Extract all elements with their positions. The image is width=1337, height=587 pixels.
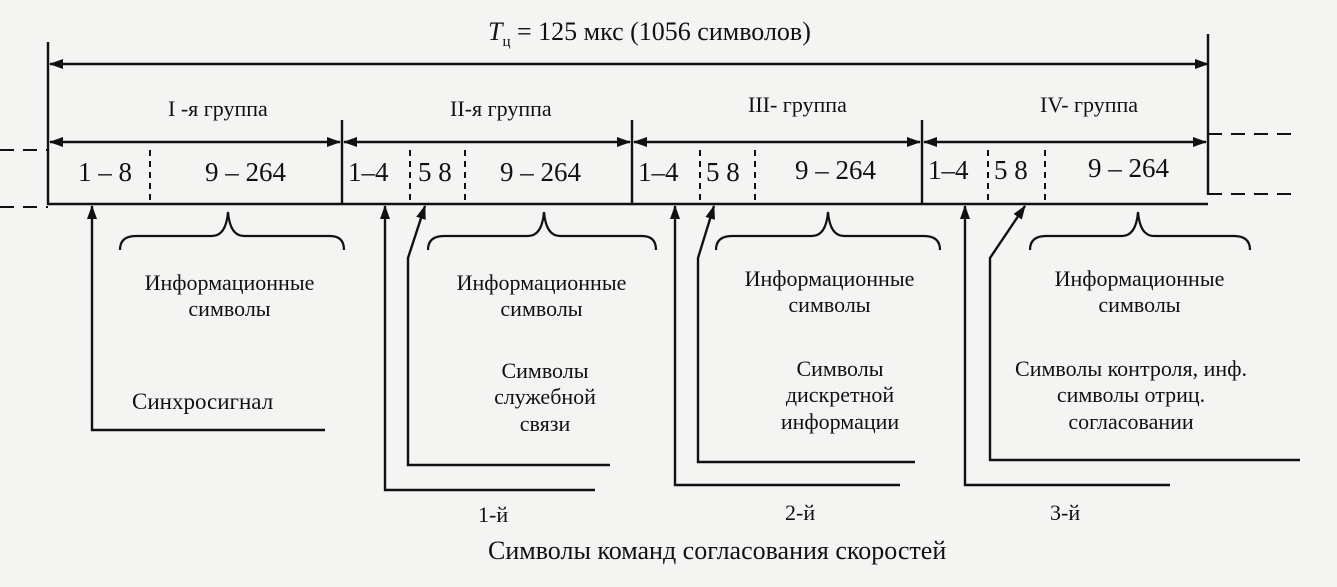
brace-3 <box>714 211 942 251</box>
info-symbols-note-3: Информационные символы <box>744 266 915 318</box>
speed-cmd-label-3: 3-й <box>1050 500 1081 525</box>
info-symbols-note-2: Информационные символы <box>456 270 627 322</box>
sync-pointer <box>87 205 325 432</box>
speed-commands-caption: Символы команд согласования скоростей <box>488 536 947 565</box>
group-2-label: II-я группа <box>450 96 552 121</box>
cell-g2-info: 9 – 264 <box>500 157 581 187</box>
speed-cmd-3-pointer <box>960 205 1170 487</box>
frame-period-title: Tц = 125 мкс (1056 символов) <box>488 17 811 51</box>
cell-g2-service: 5 8 <box>418 157 452 187</box>
info-symbols-note-1: Информационные символы <box>144 270 315 322</box>
speed-cmd-label-1: 1-й <box>478 502 509 527</box>
group-3-label: III- группа <box>748 92 847 117</box>
speed-cmd-2-pointer <box>670 205 900 487</box>
control-pointer <box>988 205 1300 462</box>
service-symbols-note: Символы служебной связи <box>494 358 596 436</box>
cell-g3-cmd: 1–4 <box>638 157 679 187</box>
cell-g3-discrete: 5 8 <box>706 157 740 187</box>
cell-g2-cmd: 1–4 <box>348 157 389 187</box>
cell-g4-control: 5 8 <box>994 155 1028 185</box>
speed-cmd-label-2: 2-й <box>785 500 816 525</box>
cell-g1-sync: 1 – 8 <box>78 157 132 187</box>
group-1-label: I -я группа <box>168 96 268 121</box>
control-symbols-note: Символы контроля, инф. символы отриц. со… <box>1015 356 1247 434</box>
cell-g3-info: 9 – 264 <box>795 155 876 185</box>
cell-g1-info: 9 – 264 <box>205 157 286 187</box>
cell-g4-info: 9 – 264 <box>1088 153 1169 183</box>
brace-2 <box>426 211 658 251</box>
sync-signal-label: Синхросигнал <box>132 389 274 414</box>
group-4-label: IV- группа <box>1040 92 1139 117</box>
brace-4 <box>1028 211 1252 251</box>
info-symbols-note-4: Информационные символы <box>1054 266 1225 318</box>
discrete-symbols-note: Символы дискретной информации <box>780 356 900 434</box>
speed-cmd-1-pointer <box>380 205 595 492</box>
discrete-pointer <box>696 205 915 464</box>
cell-g4-cmd: 1–4 <box>928 155 969 185</box>
service-pointer <box>406 205 610 467</box>
brace-1 <box>118 211 346 251</box>
